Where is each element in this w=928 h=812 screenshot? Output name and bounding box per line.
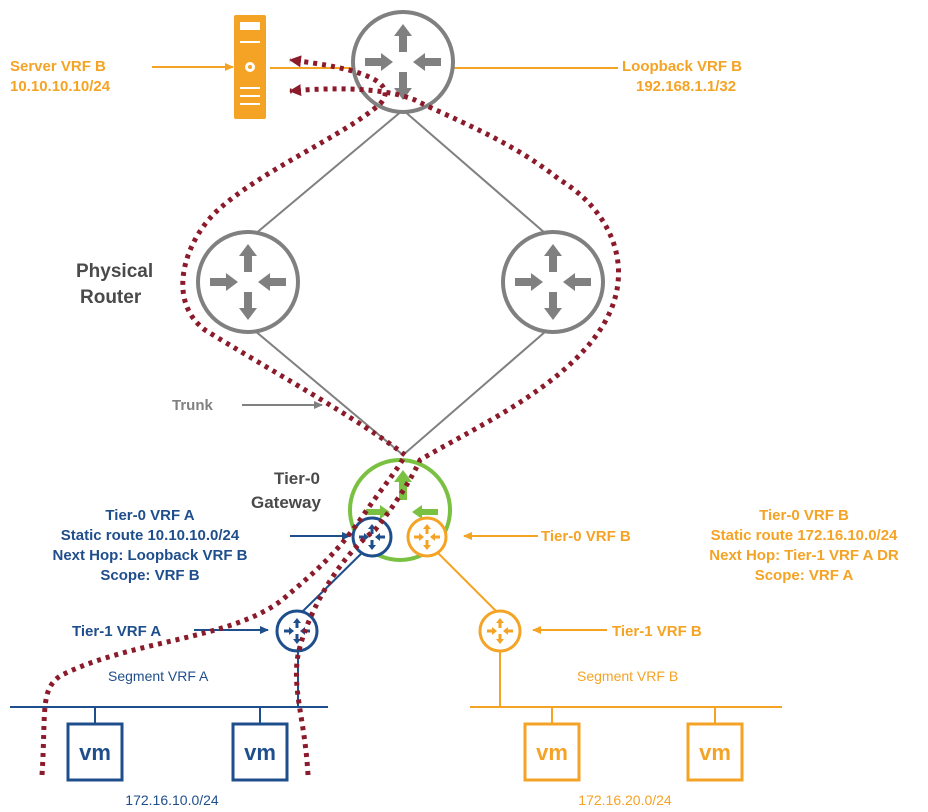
tier0-vrf-b-nexthop: Next Hop: Tier-1 VRF A DR (709, 547, 899, 564)
router-icon (196, 230, 300, 334)
physical-router-line1: Physical (76, 261, 153, 282)
subnet-a-label: 172.16.10.0/24 (125, 792, 219, 808)
vm-label: vm (79, 740, 111, 765)
tier0-vrf-b-title: Tier-0 VRF B (759, 507, 849, 524)
tier1-router-icon (478, 609, 522, 653)
tier0-gateway-line1: Tier-0 (274, 469, 320, 488)
tier1-vrf-a-label: Tier-1 VRF A (72, 623, 161, 640)
physical-router-label: Physical Router (76, 261, 153, 308)
vm-icon: vm (686, 722, 744, 782)
vm-icon: vm (523, 722, 581, 782)
tier0-vrf-a-icon (351, 516, 393, 558)
tier0-vrf-a-nexthop: Next Hop: Loopback VRF B (52, 547, 247, 564)
tier0-vrf-b-scope: Scope: VRF A (755, 567, 854, 584)
vm-label: vm (536, 740, 568, 765)
physical-router-line2: Router (80, 287, 142, 308)
vm-label: vm (699, 740, 731, 765)
loopback-vrf-b-title: Loopback VRF B (622, 58, 742, 75)
loopback-vrf-b-ip: 192.168.1.1/32 (636, 78, 736, 95)
vm-icon: vm (231, 722, 289, 782)
router-icon (351, 10, 455, 114)
tier1-vrf-b-label: Tier-1 VRF B (612, 623, 702, 640)
tier0-vrf-a-route: Static route 10.10.10.0/24 (61, 527, 240, 544)
tier0-vrf-b-icon (406, 516, 448, 558)
server-vrf-b-ip: 10.10.10.10/24 (10, 78, 111, 95)
router-icon (501, 230, 605, 334)
vm-label: vm (244, 740, 276, 765)
tier0-vrf-b-route: Static route 172.16.10.0/24 (711, 527, 898, 544)
server-vrf-b-title: Server VRF B (10, 58, 106, 75)
loopback-vrf-b-label: Loopback VRF B 192.168.1.1/32 (622, 58, 742, 95)
segment-vrf-a-label: Segment VRF A (108, 668, 209, 684)
tier0-gateway-line2: Gateway (251, 493, 321, 512)
server-icon (234, 15, 266, 119)
tier0-vrf-b-label: Tier-0 VRF B (541, 528, 631, 545)
segment-vrf-b-label: Segment VRF B (577, 668, 678, 684)
tier0-vrf-b-static-route-label: Tier-0 VRF B Static route 172.16.10.0/24… (709, 507, 899, 584)
tier0-vrf-a-static-route-label: Tier-0 VRF A Static route 10.10.10.0/24 … (52, 507, 247, 584)
tier1-router-icon (275, 609, 319, 653)
traffic-path-return (289, 84, 622, 776)
trunk-label: Trunk (172, 397, 213, 414)
vm-icon: vm (66, 722, 124, 782)
tier0-gateway-label: Tier-0 Gateway (251, 469, 321, 512)
tier0-vrf-a-scope: Scope: VRF B (100, 567, 199, 584)
server-vrf-b-label: Server VRF B 10.10.10.10/24 (10, 58, 111, 95)
traffic-path-outbound (39, 55, 409, 776)
subnet-b-label: 172.16.20.0/24 (578, 792, 672, 808)
tier0-vrf-a-title: Tier-0 VRF A (105, 507, 194, 524)
